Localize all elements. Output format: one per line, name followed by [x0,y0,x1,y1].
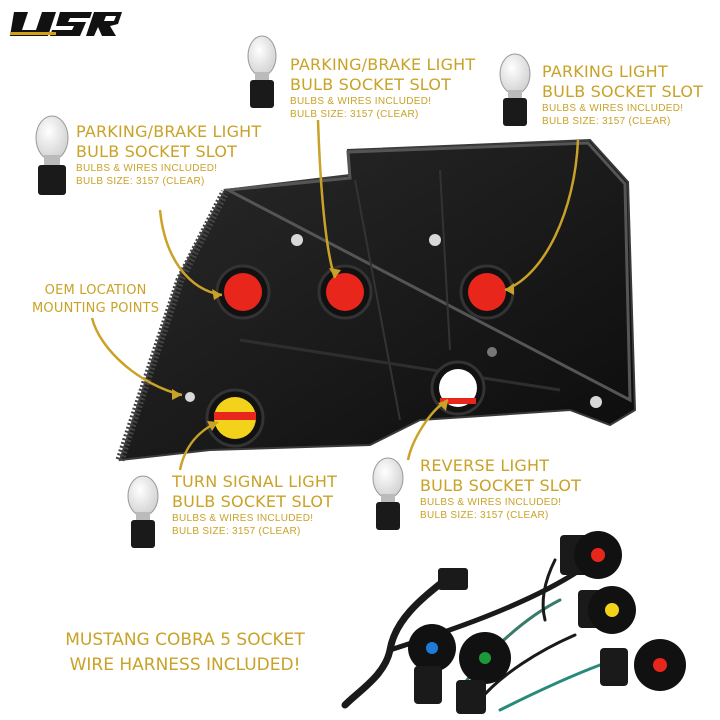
bulb-icon-brake-center [247,35,277,108]
callout-title: BULB SOCKET SLOT [76,142,238,161]
harness-caption-line: WIRE HARNESS INCLUDED! [69,655,301,675]
callout-brake-left: PARKING/BRAKE LIGHT BULB SOCKET SLOT BUL… [76,122,261,188]
callout-subtitle: BULBS & WIRES INCLUDED! [76,163,218,174]
callout-arrows [90,119,580,471]
callout-title: BULB SOCKET SLOT [290,75,452,94]
usr-logo [10,12,122,36]
connector-red-top [560,531,622,579]
callout-title: MOUNTING POINTS [32,301,160,316]
harness-caption: MUSTANG COBRA 5 SOCKET WIRE HARNESS INCL… [50,628,320,678]
callout-reverse: REVERSE LIGHT BULB SOCKET SLOT BULBS & W… [420,456,581,522]
socket-brake-center [317,264,373,320]
callout-title: TURN SIGNAL LIGHT [172,472,338,491]
callout-title: PARKING LIGHT [542,62,668,81]
harness-caption-line: MUSTANG COBRA 5 SOCKET [65,630,305,650]
bulb-icon-turn [127,475,159,548]
connector-blue [408,624,456,704]
tail-light-housing [115,138,637,462]
connector-green [456,632,511,714]
callout-subtitle: BULB SIZE: 3157 (CLEAR) [542,116,671,127]
socket-turn-signal [205,388,265,448]
bulb-icon-parking-right [499,53,531,126]
callout-title: BULB SOCKET SLOT [172,492,334,511]
wire-harness [341,558,602,712]
callout-title: BULB SOCKET SLOT [420,476,582,495]
harness-plug [438,568,468,590]
callout-title: OEM LOCATION [44,283,147,298]
callout-subtitle: BULB SIZE: 3157 (CLEAR) [420,510,549,521]
connector-red-bottom [600,639,686,691]
callout-title: BULB SOCKET SLOT [542,82,704,101]
callout-subtitle: BULB SIZE: 3157 (CLEAR) [76,176,205,187]
callout-parking-right: PARKING LIGHT BULB SOCKET SLOT BULBS & W… [542,62,703,128]
callout-oem: OEM LOCATION MOUNTING POINTS [32,282,159,318]
socket-parking-right [459,264,515,320]
arrow-heads [172,268,514,431]
connector-yellow [578,586,636,634]
callout-title: PARKING/BRAKE LIGHT [76,122,262,141]
callout-subtitle: BULBS & WIRES INCLUDED! [172,513,314,524]
socket-reverse [430,360,486,416]
callout-subtitle: BULB SIZE: 3157 (CLEAR) [290,109,419,120]
callout-subtitle: BULBS & WIRES INCLUDED! [420,497,562,508]
callout-title: PARKING/BRAKE LIGHT [290,55,476,74]
callout-turn: TURN SIGNAL LIGHT BULB SOCKET SLOT BULBS… [172,472,337,538]
callout-title: REVERSE LIGHT [420,456,550,475]
callout-subtitle: BULBS & WIRES INCLUDED! [542,103,684,114]
callout-subtitle: BULBS & WIRES INCLUDED! [290,96,432,107]
callout-subtitle: BULB SIZE: 3157 (CLEAR) [172,526,301,537]
bulb-icon-brake-left [35,115,69,195]
callout-brake-center: PARKING/BRAKE LIGHT BULB SOCKET SLOT BUL… [290,55,475,121]
socket-brake-left [215,264,271,320]
mounting-studs [185,234,602,408]
bulb-icon-reverse [372,457,404,530]
